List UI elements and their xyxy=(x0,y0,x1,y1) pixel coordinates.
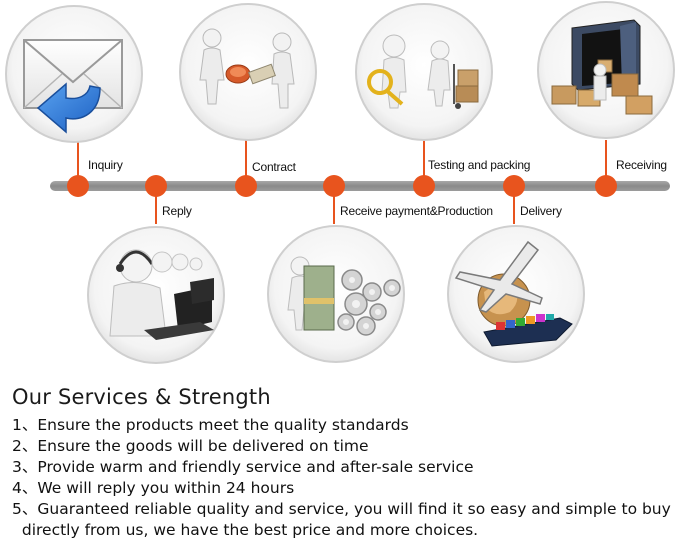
list-item-text: Ensure the goods will be delivered on ti… xyxy=(37,437,369,455)
list-item: 4、We will reply you within 24 hours xyxy=(12,478,672,499)
step-dot xyxy=(235,175,257,197)
money-gears-icon xyxy=(267,225,405,363)
step-dot xyxy=(503,175,525,197)
step-label-reply: Reply xyxy=(162,204,192,218)
step-dot xyxy=(67,175,89,197)
list-item-number: 3、 xyxy=(12,458,38,476)
magnifier-boxes-icon xyxy=(355,3,493,141)
step-dot xyxy=(145,175,167,197)
list-item: 1、Ensure the products meet the quality s… xyxy=(12,415,672,436)
list-item-number: 4、 xyxy=(12,479,38,497)
timeline-bar xyxy=(50,181,670,191)
list-item-text: Guaranteed reliable quality and service,… xyxy=(37,500,671,518)
step-dot xyxy=(595,175,617,197)
list-item: directly from us, we have the best price… xyxy=(12,520,672,541)
list-item: 3、Provide warm and friendly service and … xyxy=(12,457,672,478)
list-item-text: We will reply you within 24 hours xyxy=(37,479,295,497)
step-dot xyxy=(413,175,435,197)
container-boxes-icon xyxy=(537,1,675,139)
step-label-contract: Contract xyxy=(252,160,296,174)
step-label-delivery: Delivery xyxy=(520,204,562,218)
call-center-icon xyxy=(87,226,225,364)
plane-ship-globe-icon xyxy=(447,225,585,363)
envelope-reply-icon xyxy=(5,5,143,143)
services-title: Our Services & Strength xyxy=(12,385,271,409)
handshake-contract-icon xyxy=(179,3,317,141)
list-item-text: Ensure the products meet the quality sta… xyxy=(37,416,409,434)
step-label-inquiry: Inquiry xyxy=(88,158,123,172)
list-item-text: directly from us, we have the best price… xyxy=(12,521,479,539)
step-label-testing-packing: Testing and packing xyxy=(428,158,531,172)
list-item-text: Provide warm and friendly service and af… xyxy=(37,458,474,476)
process-timeline xyxy=(5,1,675,364)
step-dot xyxy=(323,175,345,197)
list-item-number: 5、 xyxy=(12,500,38,518)
list-item: 2、Ensure the goods will be delivered on … xyxy=(12,436,672,457)
services-section: Our Services & Strength 1、Ensure the pro… xyxy=(12,385,672,541)
step-label-receive-payment: Receive payment&Production xyxy=(340,204,493,218)
services-list: 1、Ensure the products meet the quality s… xyxy=(12,415,672,541)
step-label-receiving: Receiving xyxy=(616,158,667,172)
list-item: 5、Guaranteed reliable quality and servic… xyxy=(12,499,672,520)
list-item-number: 1、 xyxy=(12,416,38,434)
list-item-number: 2、 xyxy=(12,437,38,455)
